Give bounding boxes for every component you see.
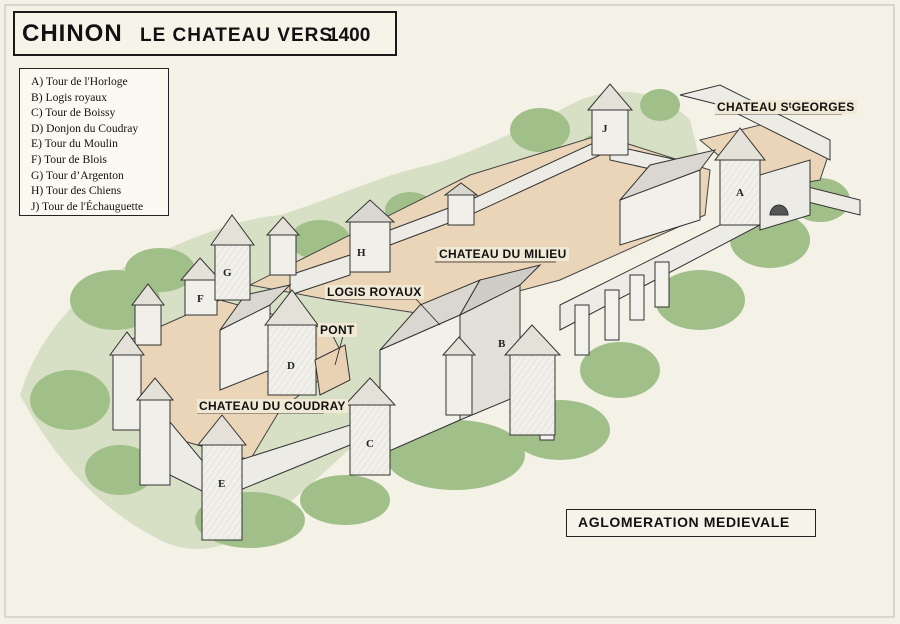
tower-extra [130,283,166,346]
label-chateau-st-georges: CHATEAU SᵗGEORGES [715,100,857,114]
tower-c [343,377,397,476]
label-chateau-coudray: CHATEAU DU COUDRAY [197,399,348,413]
towers [109,83,767,541]
tower-extra [441,336,477,416]
tower-extra [109,331,145,431]
map-subtitle: LE CHATEAU VERS [140,25,334,46]
legend-item: C) Tour de Boissy [31,106,116,120]
tower-h [344,199,396,273]
tower-f [179,257,222,316]
legend-box: A) Tour de l'Horloge B) Logis royaux C) … [19,68,169,216]
map-year: 1400 [328,25,371,46]
tower-letter-d: D [287,360,295,372]
tower-g [210,214,255,301]
agglomeration-box [566,509,816,537]
tower-j [586,83,634,156]
tower-letter-h: H [357,247,366,259]
tower-letter-a: A [736,187,744,199]
tower-a [713,127,767,226]
legend-item: G) Tour d’Argenton [31,168,124,182]
tower-extra [443,182,479,226]
title-box [13,11,397,56]
legend-item: D) Donjon du Coudray [31,121,139,135]
tower-letters: A B C D E F G H J [197,123,744,490]
tower-letter-c: C [366,438,374,450]
tower-letter-g: G [223,267,232,279]
page-border [4,4,895,618]
map-title: CHINON [22,20,123,47]
buildings [219,149,811,456]
tower-letter-e: E [218,478,225,490]
tower-e [196,414,248,541]
tower-letter-j: J [602,123,608,135]
legend-item: F) Tour de Blois [31,152,107,166]
pont-bridge [314,344,351,396]
tower-letter-b: B [498,338,506,350]
legend-item: E) Tour du Moulin [31,137,118,151]
label-logis-royaux: LOGIS ROYAUX [325,285,424,299]
leader-lines [197,113,842,414]
tower-b [503,324,562,436]
legend-item: J) Tour de l'Échauguette [31,199,144,213]
label-chateau-milieu: CHATEAU DU MILIEU [437,247,569,261]
tower-extra [135,377,175,486]
legend-list: A) Tour de l'Horloge B) Logis royaux C) … [31,74,168,214]
legend-item: H) Tour des Chiens [31,184,122,198]
tower-extra [265,216,301,276]
legend-item: A) Tour de l'Horloge [31,75,128,88]
tower-d [263,289,319,396]
legend-item: B) Logis royaux [31,90,107,104]
label-pont: PONT [318,323,357,337]
label-agglomeration: AGLOMERATION MEDIEVALE [578,514,790,530]
tower-letter-f: F [197,293,204,305]
